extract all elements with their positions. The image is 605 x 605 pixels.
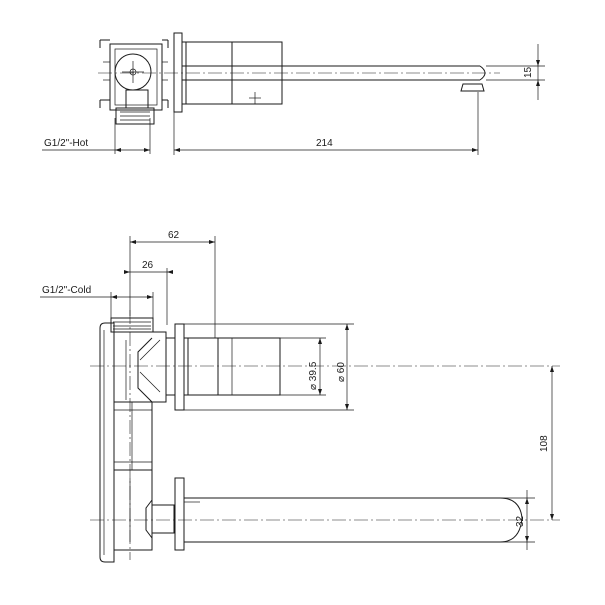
- top-view: G1/2"-Hot 214 15: [42, 32, 545, 155]
- side-view: 62 26 G1/2"-Cold ⌀ 39.5: [40, 230, 560, 563]
- cold-inlet-label: G1/2"-Cold: [42, 285, 91, 296]
- mounting-box-top: [99, 39, 169, 125]
- spout-length-label: 214: [316, 138, 333, 149]
- dim-spout-length: 214: [173, 92, 479, 155]
- dim-dia-39-5: ⌀ 39.5: [280, 337, 326, 396]
- dim-26: 26: [124, 260, 173, 325]
- mounting-body-side: [110, 317, 175, 551]
- dim-cold-inlet: G1/2"-Cold: [40, 285, 154, 318]
- spout-height-label: 15: [523, 66, 534, 78]
- dim-spout-height: 15: [486, 44, 545, 100]
- dim-dia-60: ⌀ 60: [184, 323, 354, 411]
- dim-hot-inlet: G1/2"-Hot: [42, 118, 151, 154]
- wall-plate-handle: [174, 323, 185, 411]
- dim-108-label: 108: [539, 435, 550, 452]
- dia-39-5-label: ⌀ 39.5: [308, 361, 319, 390]
- spout-top: [182, 65, 486, 92]
- wall-plate-top: [173, 32, 183, 113]
- handle-side: [183, 337, 281, 396]
- dim-32-label: 32: [515, 515, 526, 527]
- dim-62-label: 62: [168, 230, 180, 241]
- wall-plate-spout: [174, 477, 185, 551]
- spout-side: [184, 497, 523, 543]
- dim-62: 62: [129, 230, 216, 338]
- dia-60-label: ⌀ 60: [336, 362, 347, 382]
- hot-inlet-label: G1/2"-Hot: [44, 138, 88, 149]
- dim-108: 108: [539, 366, 554, 520]
- dim-26-label: 26: [142, 260, 154, 271]
- back-cover-plate: [99, 322, 115, 563]
- dim-32: 32: [500, 490, 535, 550]
